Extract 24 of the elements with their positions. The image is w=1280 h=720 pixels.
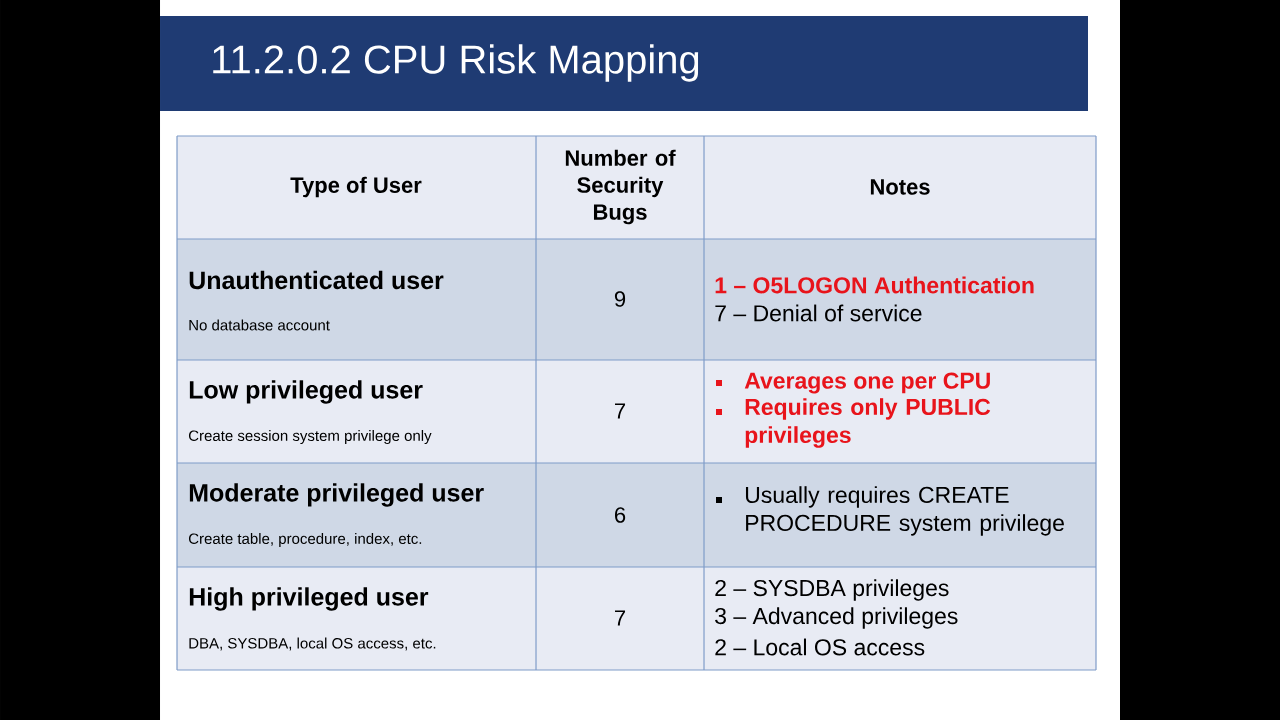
bug-count: 7 [615,610,626,626]
bug-count: 9 [614,291,626,307]
note-text: 1 – O5LOGON Authentication [715,276,1034,294]
row-heading: Low privileged user [189,380,423,404]
row-description: DBA, SYSDBA, local OS access, etc. [189,637,436,651]
bullet-item: Requires only PUBLIC privileges [716,398,991,448]
row-heading: High privileged user [189,587,429,611]
note-text: 3 – Advanced privileges [715,607,958,629]
bug-count: 7 [615,403,626,419]
bullet-item: Averages one per CPU [716,372,990,394]
row-description: Create session system privilege only [189,430,432,444]
title-bar: 11.2.0.2 CPU Risk Mapping [160,16,1088,111]
note-text: 7 – Denial of service [715,304,922,322]
column-header: Number of Security Bugs [565,149,676,225]
bug-count: 6 [615,507,626,523]
row-description: No database account [189,319,330,331]
row-description: Create table, procedure, index, etc. [189,533,422,547]
row-heading: Moderate privileged user [189,483,484,507]
row-heading: Unauthenticated user [189,270,444,290]
note-text: 2 – Local OS access [715,638,925,656]
bullet-item: Usually requires CREATE PROCEDURE system privilege [716,486,1064,536]
column-header: Notes [870,179,930,195]
note-text: 2 – SYSDBA privileges [715,579,949,601]
column-header: Type of User [290,176,422,198]
